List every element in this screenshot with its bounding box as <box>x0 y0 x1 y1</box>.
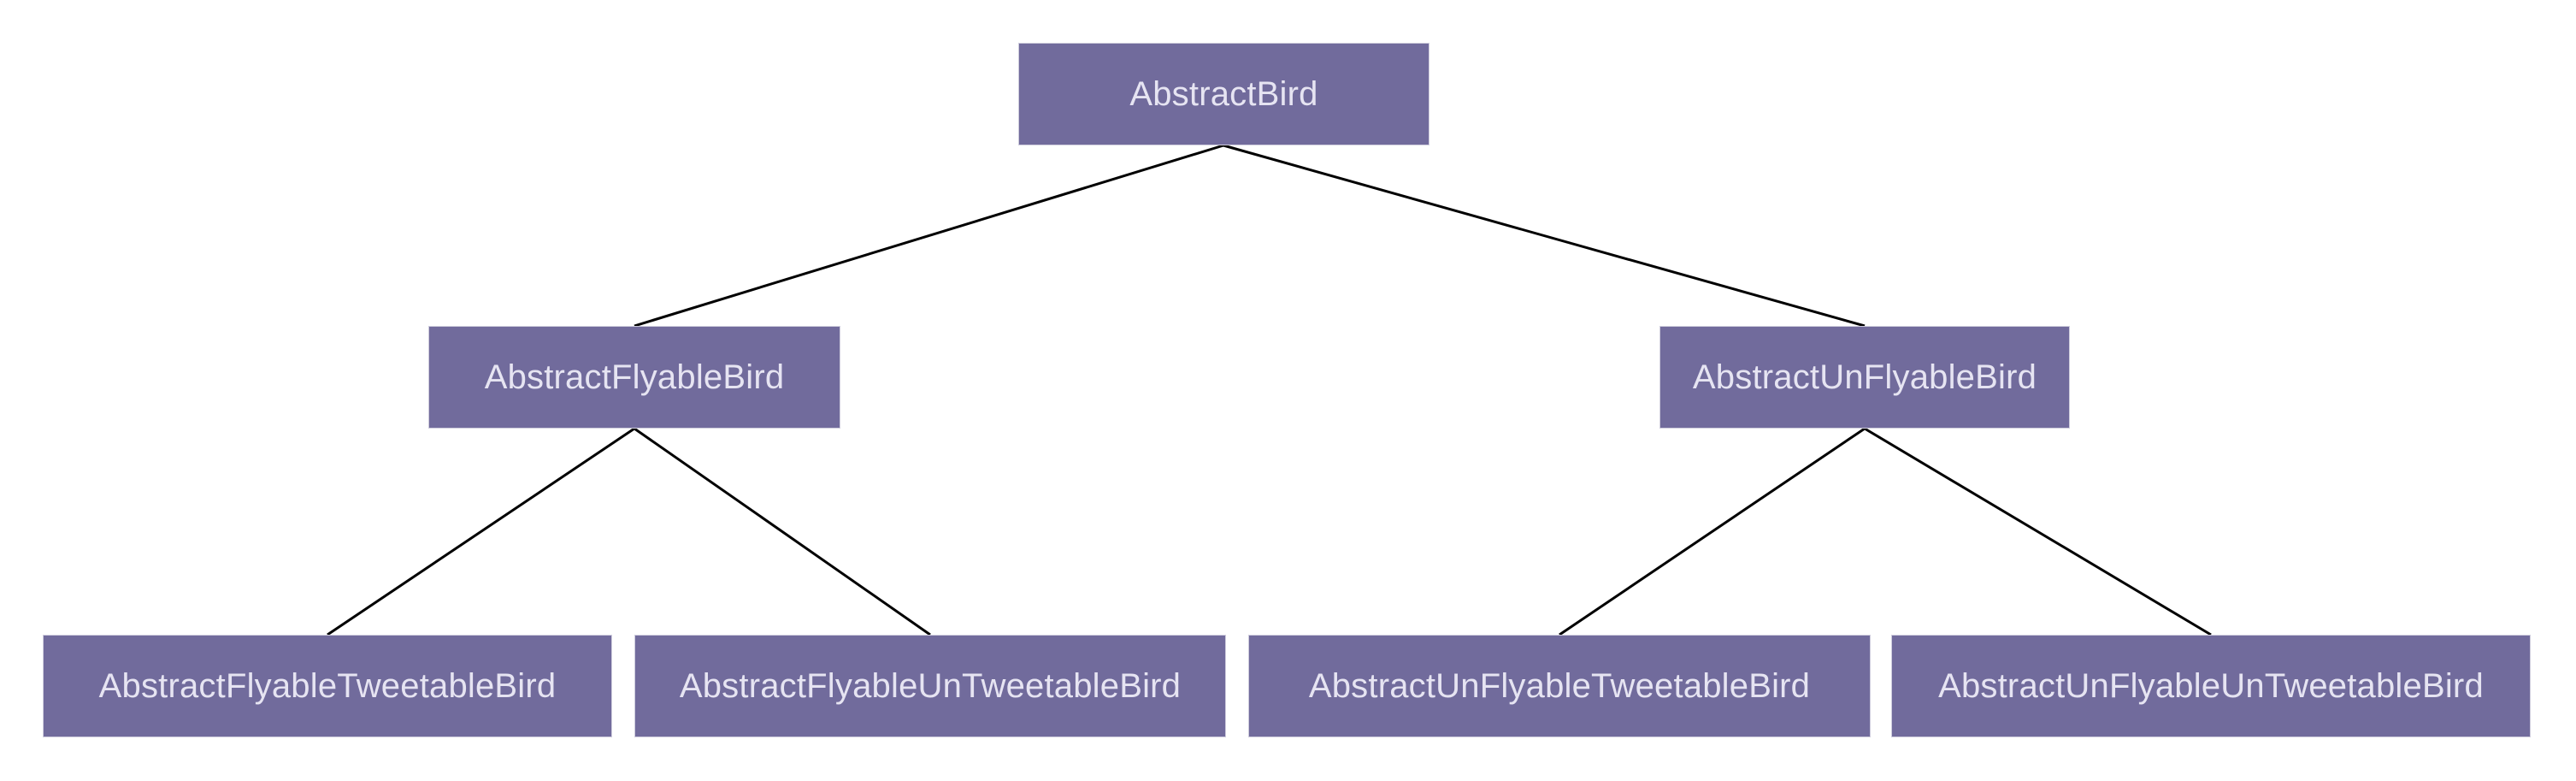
node-label: AbstractFlyableTweetableBird <box>98 667 557 705</box>
edge-flyable-to-flyable-untweetable <box>634 427 931 636</box>
node-label: AbstractUnFlyableBird <box>1692 358 2037 396</box>
edge-root-to-flyable <box>634 144 1224 328</box>
node-label: AbstractBird <box>1129 75 1318 113</box>
node-abstract-bird[interactable]: AbstractBird <box>1018 43 1429 145</box>
node-abstract-unflyable-tweetable-bird[interactable]: AbstractUnFlyableTweetableBird <box>1248 635 1871 737</box>
edge-unflyable-to-unflyable-tweetable <box>1559 427 1866 636</box>
node-label: AbstractFlyableUnTweetableBird <box>679 667 1182 705</box>
node-abstract-flyable-bird[interactable]: AbstractFlyableBird <box>428 326 840 429</box>
node-label: AbstractFlyableBird <box>484 358 785 396</box>
edge-root-to-unflyable <box>1223 144 1866 328</box>
edge-unflyable-to-unflyable-untweetable <box>1864 427 2212 636</box>
node-abstract-unflyable-bird[interactable]: AbstractUnFlyableBird <box>1659 326 2070 429</box>
node-abstract-flyable-tweetable-bird[interactable]: AbstractFlyableTweetableBird <box>43 635 612 737</box>
node-abstract-unflyable-untweetable-bird[interactable]: AbstractUnFlyableUnTweetableBird <box>1891 635 2531 737</box>
node-label: AbstractUnFlyableTweetableBird <box>1308 667 1811 705</box>
edge-flyable-to-flyable-tweetable <box>327 427 635 636</box>
node-abstract-flyable-untweetable-bird[interactable]: AbstractFlyableUnTweetableBird <box>634 635 1226 737</box>
node-label: AbstractUnFlyableUnTweetableBird <box>1938 667 2484 705</box>
